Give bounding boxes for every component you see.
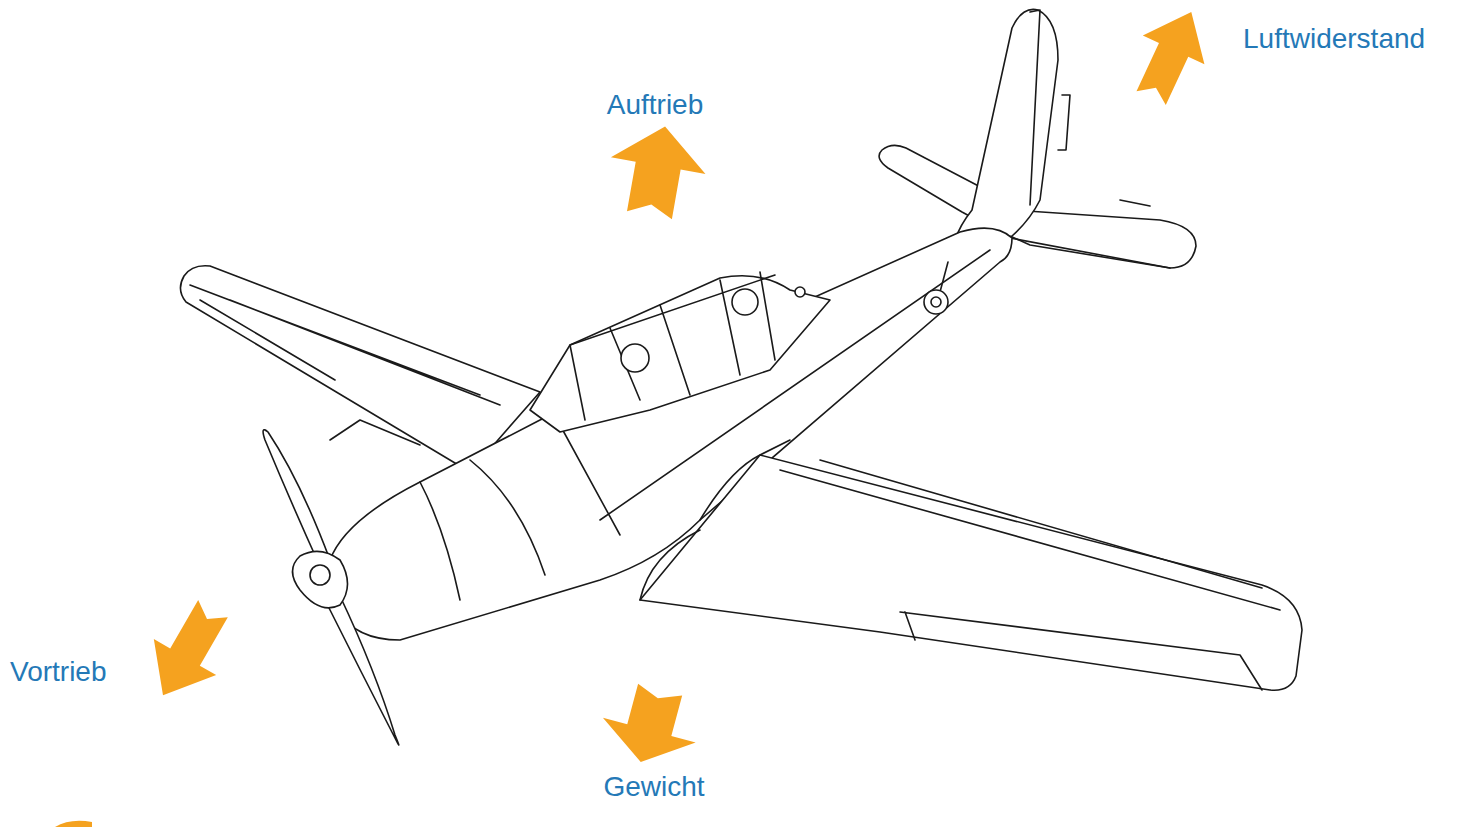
airplane-drawing — [180, 9, 1302, 745]
arrow-fragment — [55, 821, 92, 827]
force-label: Vortrieb — [10, 655, 107, 689]
force-label: Gewicht — [603, 770, 704, 804]
weight-arrow — [594, 677, 706, 774]
lift-arrow — [602, 118, 712, 223]
force-label: Auftrieb — [607, 88, 704, 122]
thrust-arrow — [132, 591, 244, 714]
drag-arrow — [1120, 0, 1222, 113]
force-label: Luftwiderstand — [1243, 22, 1425, 56]
force-arrows — [55, 0, 1222, 827]
